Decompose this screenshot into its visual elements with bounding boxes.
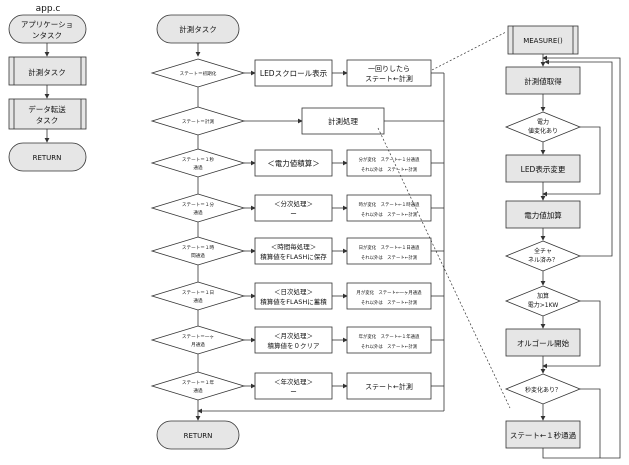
state-result-5-label-1: 日が変化 ステート←１日通過 — [359, 244, 420, 251]
state-action-6 — [254, 282, 333, 310]
state-action-1 — [254, 59, 333, 87]
state-decision-4 — [150, 193, 246, 223]
state-decision-7 — [150, 325, 246, 355]
middle-return-terminal — [156, 420, 240, 450]
state-result-4-label-2: それ以外は ステート←計測 — [361, 211, 418, 218]
led-update-label: LED表示変更 — [521, 164, 566, 174]
music-box-start-box — [505, 328, 581, 357]
state-action-7 — [254, 326, 333, 354]
get-value-label: 計測値取得 — [524, 76, 562, 86]
state-result-8 — [346, 372, 432, 400]
state-action-8-label-2: ー — [290, 388, 297, 396]
state-decision-7-label-2: 月通過 — [191, 341, 205, 348]
state-result-5-label-2: それ以外は ステート←計測 — [361, 254, 418, 261]
state-action-2-label-1: 計測処理 — [328, 116, 358, 126]
over-1kw-label-2: 電力>1KW — [528, 301, 559, 309]
state-decision-3-label-1: ステート＝１秒 — [182, 156, 215, 163]
measure-function-label: MEASURE() — [523, 37, 563, 45]
state-result-3-label-2: それ以外は ステート←計測 — [361, 166, 418, 173]
state-action-4 — [254, 194, 333, 222]
state-result-7-label-2: それ以外は ステート←計測 — [361, 343, 418, 350]
state-result-6 — [346, 282, 432, 310]
state-result-6-label-2: それ以外は ステート←計測 — [361, 299, 418, 306]
state-action-8-label-1: ＜年次処理＞ — [274, 377, 313, 386]
state-action-7-label-1: ＜月次処理＞ — [274, 331, 313, 340]
state-decision-7-label-1: ステート＝一ヶ — [182, 334, 214, 340]
power-changed-label-1: 電力 — [537, 118, 549, 126]
state-decision-4-label-2: 通過 — [193, 209, 203, 216]
state-result-7 — [346, 326, 432, 354]
state-decision-5 — [150, 236, 246, 266]
state-decision-8 — [150, 371, 246, 401]
power-changed-decision — [504, 111, 582, 143]
state-decision-1 — [150, 58, 246, 88]
state-action-7-label-2: 積算値を０クリア — [268, 341, 321, 350]
state-action-1-label-1: LEDスクロール表示 — [260, 68, 328, 78]
state-action-4-label-2: ー — [290, 210, 297, 218]
app-task-label-1: アプリケーショ — [21, 20, 73, 29]
state-decision-5-label-1: ステート＝１時 — [182, 245, 215, 251]
power-add-label: 電力値加算 — [524, 210, 562, 220]
file-label: app.c — [36, 4, 61, 14]
over-1kw-label-1: 加算 — [537, 292, 549, 300]
state-result-1-label-1: 一回りしたら — [368, 65, 410, 73]
state-1sec-box — [505, 420, 581, 449]
state-action-8 — [254, 372, 333, 400]
middle-return-label: RETURN — [184, 432, 213, 440]
transfer-task-label-2: タスク — [36, 116, 59, 125]
state-action-5-label-1: ＜時間毎処理＞ — [271, 242, 317, 251]
state-decision-5-label-2: 間通過 — [191, 252, 205, 259]
second-changed-label: 秒変化あり？ — [525, 386, 561, 394]
state-action-4-label-1: ＜分次処理＞ — [274, 199, 313, 208]
music-box-start-label: オルゴール開始 — [517, 338, 570, 348]
state-result-7-label-1: 年が変化 ステート←１年通過 — [359, 333, 420, 340]
state-decision-4-label-1: ステート＝１分 — [182, 201, 215, 208]
state-decision-8-label-1: ステート＝１年 — [182, 379, 215, 386]
channel-done-label-1: 全チャ — [534, 247, 552, 255]
state-result-4 — [346, 194, 432, 222]
transfer-task-box — [8, 98, 87, 130]
state-decision-6-label-1: ステート＝１日 — [182, 290, 214, 296]
state-result-3 — [346, 149, 432, 177]
led-update-box — [505, 154, 581, 183]
state-result-5 — [346, 237, 432, 265]
state-decision-3-label-2: 通過 — [193, 164, 203, 171]
power-changed-label-2: 値変化あり — [528, 127, 558, 135]
app-task-label-2: ンタスク — [32, 31, 62, 40]
state-action-3 — [254, 149, 333, 177]
state-decision-1-label-1: ステート＝初期化 — [180, 70, 217, 77]
channel-done-label-2: ネル済み？ — [528, 256, 558, 264]
state-action-5 — [254, 237, 333, 265]
state-decision-2 — [150, 106, 246, 136]
state-result-1 — [346, 59, 432, 87]
state-decision-3 — [150, 148, 246, 178]
state-result-4-label-1: 時が変化 ステート←１時通過 — [359, 201, 420, 208]
state-result-6-label-1: 月が変化 ステート←一ヶ月通過 — [356, 289, 422, 296]
over-1kw-decision — [504, 285, 582, 317]
channel-done-decision — [504, 240, 582, 272]
measure-task-box — [8, 56, 87, 86]
state-result-3-label-1: 分が変化 ステート←１分通過 — [359, 156, 420, 163]
state-result-1-label-2: ステート←計測 — [365, 74, 413, 83]
state-action-3-label-1: ＜電力値積算＞ — [267, 158, 320, 168]
state-action-6-label-2: 積算値をFLASHに蓄積 — [260, 297, 327, 306]
state-decision-6-label-2: 通過 — [193, 297, 203, 304]
state-decision-6 — [150, 281, 246, 311]
transfer-task-label-1: データ転送 — [28, 104, 66, 114]
state-decision-8-label-2: 通過 — [193, 387, 203, 394]
state-1sec-label: ステート←１秒通過 — [510, 430, 577, 440]
left-return-terminal — [8, 142, 87, 172]
state-decision-2-label-1: ステート＝計測 — [182, 118, 215, 125]
left-return-label: RETURN — [33, 154, 62, 162]
measure-function-box — [507, 25, 579, 55]
measure-task-label: 計測タスク — [28, 67, 66, 77]
state-action-6-label-1: ＜日次処理＞ — [274, 287, 313, 296]
app-task-terminal — [8, 14, 87, 44]
state-action-5-label-2: 積算値をFLASHに保存 — [260, 252, 327, 261]
state-action-2 — [301, 107, 385, 135]
middle-start-label: 計測タスク — [179, 24, 217, 34]
get-value-box — [505, 66, 581, 95]
state-result-8-label-1: ステート←計測 — [365, 382, 413, 391]
